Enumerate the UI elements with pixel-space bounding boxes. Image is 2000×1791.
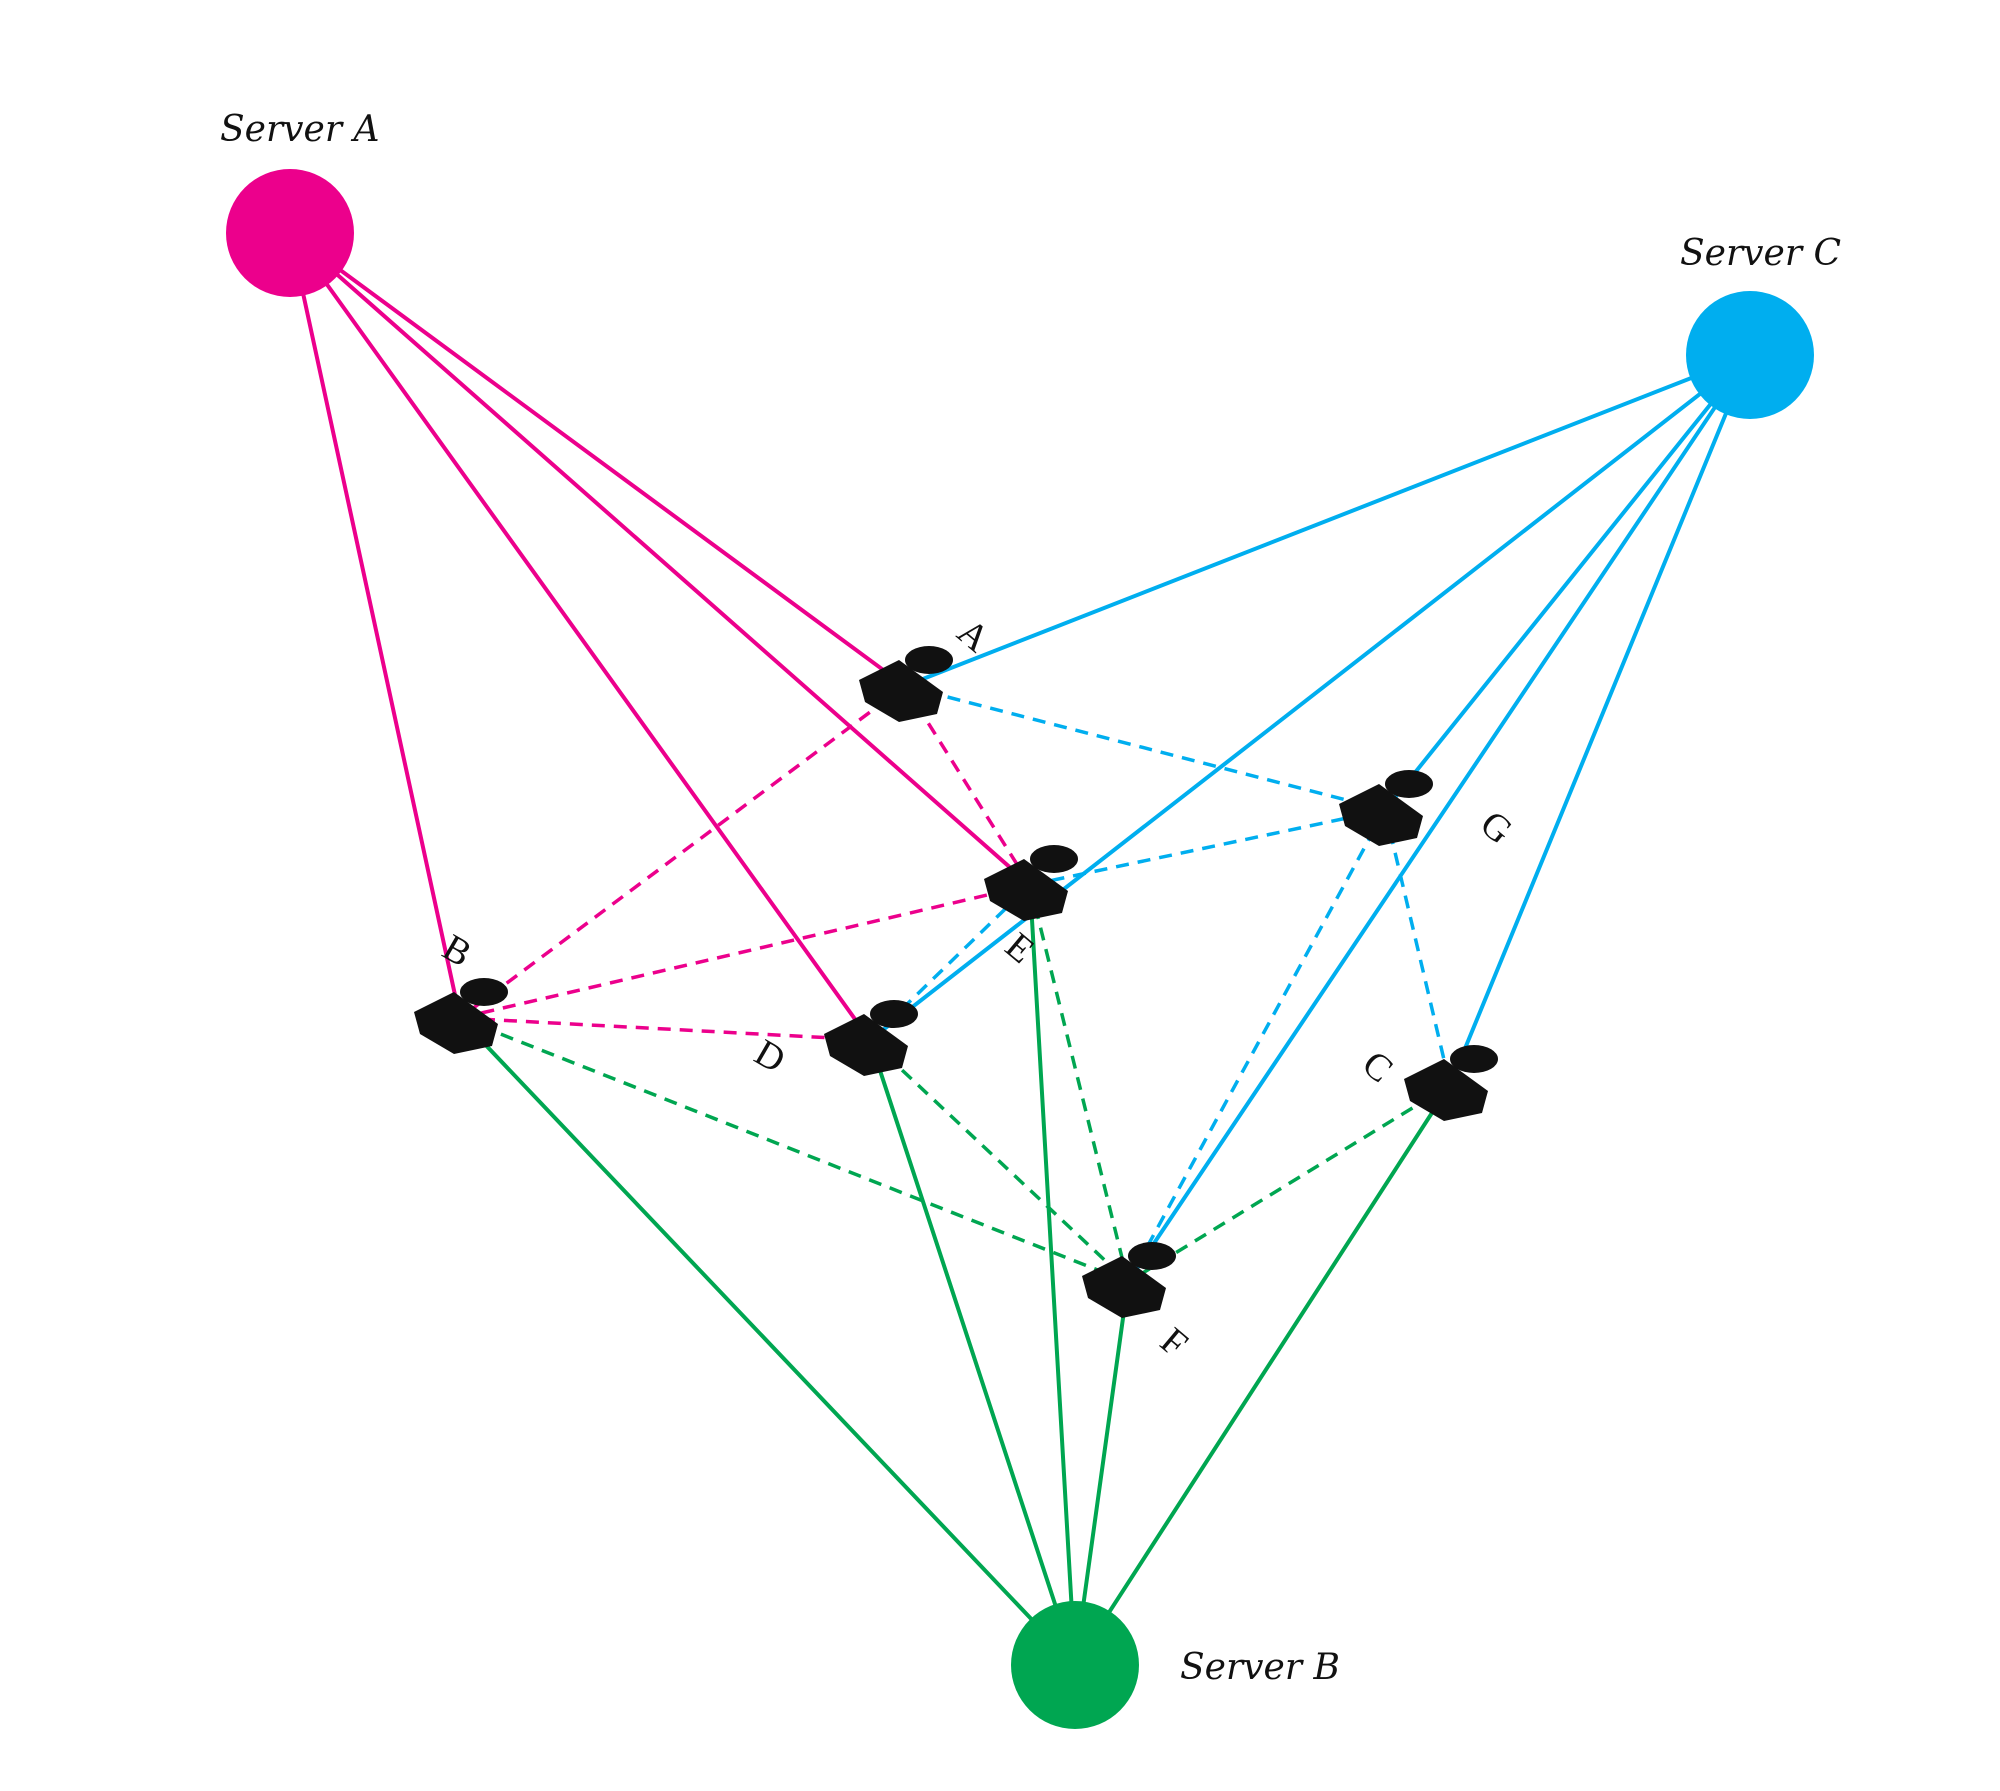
- server-a-link-b: [288, 231, 462, 1020]
- client-b-user-icon: [414, 978, 508, 1054]
- server-a-link-a: [288, 231, 907, 688]
- server-b-link-d: [868, 1038, 1077, 1667]
- server-a-node: [226, 169, 354, 297]
- server-c-link-g: [1383, 353, 1752, 812]
- peer-link-d-e: [868, 883, 1032, 1042]
- server-b-label: Server B: [1180, 1647, 1340, 1688]
- peer-link-a-b: [458, 684, 907, 1020]
- links-layer: [288, 231, 1752, 1667]
- peer-link-e-f: [1028, 884, 1130, 1283]
- server-c-link-a: [903, 353, 1752, 688]
- server-a-label: Server A: [220, 109, 379, 150]
- server-b-link-e: [1028, 883, 1077, 1667]
- server-c-label: Server C: [1680, 233, 1841, 274]
- client-c-label: C: [1354, 1043, 1400, 1091]
- server-b-link-f: [1073, 1280, 1130, 1667]
- server-b-link-c: [1073, 1083, 1452, 1667]
- server-a-link-d: [288, 231, 872, 1042]
- client-f-label: F: [1152, 1320, 1195, 1366]
- client-g-label: G: [1472, 803, 1520, 853]
- peer-link-e-g: [1029, 808, 1386, 887]
- client-d-user-icon: [824, 1000, 918, 1076]
- peer-link-g-c: [1383, 809, 1452, 1086]
- server-a-link-e: [288, 231, 1032, 887]
- server-c-node: [1686, 291, 1814, 419]
- server-c-link-f: [1126, 353, 1752, 1284]
- client-d-label: D: [748, 1031, 793, 1081]
- peer-link-b-e: [459, 883, 1031, 1020]
- server-b-node: [1011, 1601, 1139, 1729]
- client-a-user-icon: [859, 646, 953, 722]
- peer-link-c-f: [1127, 1083, 1451, 1284]
- peer-link-g-f: [1126, 809, 1387, 1283]
- client-c-user-icon: [1404, 1045, 1498, 1121]
- peer-link-b-d: [459, 1016, 871, 1042]
- peer-link-b-f: [459, 1016, 1129, 1284]
- client-g-user-icon: [1339, 770, 1433, 846]
- peer-link-a-g: [904, 684, 1386, 812]
- nodes-layer: [226, 169, 1814, 1729]
- peer-link-a-e: [903, 685, 1032, 886]
- server-c-link-c: [1448, 353, 1752, 1087]
- server-c-link-d: [868, 353, 1752, 1042]
- server-b-link-b: [458, 1016, 1077, 1667]
- peer-link-d-f: [868, 1038, 1130, 1284]
